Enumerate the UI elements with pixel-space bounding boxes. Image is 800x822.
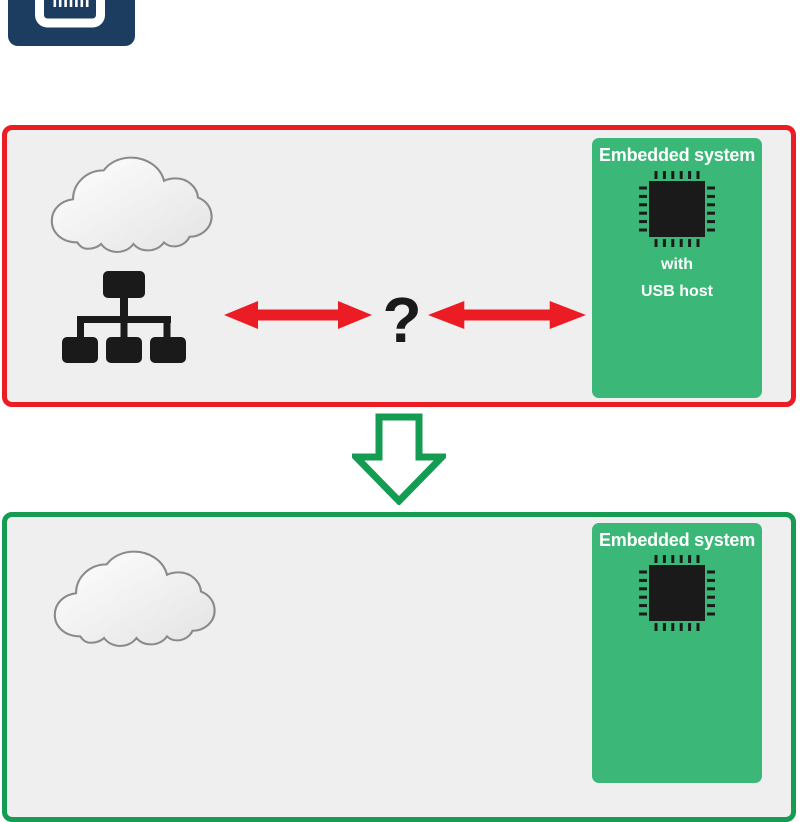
ethernet-badge bbox=[8, 0, 135, 46]
cloud-icon-bottom bbox=[53, 550, 216, 648]
chip-icon bbox=[639, 555, 715, 631]
embedded-system-box-top: Embedded system with USB host bbox=[592, 138, 762, 398]
embedded-system-box-bottom: Embedded system bbox=[592, 523, 762, 783]
embedded-system-line2: USB host bbox=[641, 283, 713, 300]
red-double-arrow-left bbox=[224, 301, 372, 329]
down-arrow-icon bbox=[352, 413, 446, 505]
question-mark: ? bbox=[382, 284, 422, 356]
embedded-system-title: Embedded system bbox=[598, 530, 756, 550]
embedded-system-title: Embedded system bbox=[598, 145, 756, 165]
ethernet-port-icon bbox=[35, 0, 105, 28]
cloud-icon bbox=[50, 156, 213, 254]
network-tree-icon bbox=[62, 271, 186, 363]
embedded-system-line1: with bbox=[661, 256, 693, 273]
chip-icon bbox=[639, 171, 715, 247]
red-double-arrow-right bbox=[428, 301, 586, 329]
